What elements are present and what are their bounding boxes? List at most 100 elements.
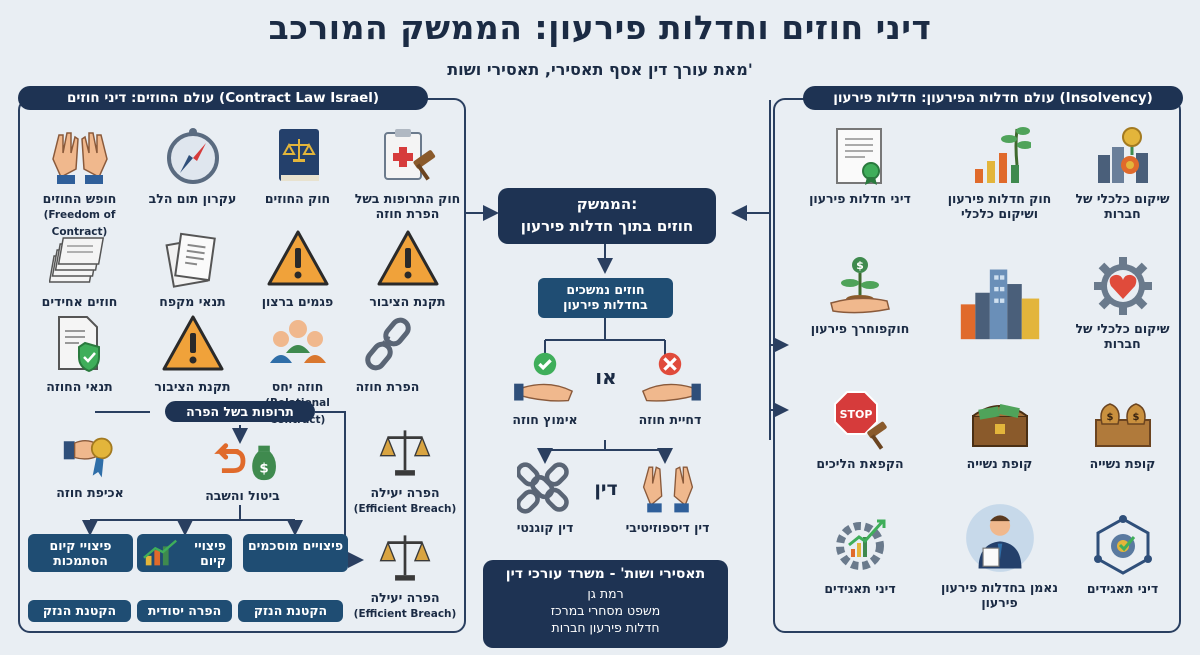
efficient-breach-item-1: הפרה יעילה (Efficient Breach) — [345, 425, 465, 517]
item-label: עקרון תום הלב — [148, 191, 237, 206]
reliance-damages-box: פיצויי קיום הסתמכות — [28, 534, 133, 572]
item-label: קופת נשייה — [1089, 456, 1156, 471]
expectation-damages-box: פיצויי קיום — [137, 534, 232, 572]
enforcement-item: אכיפת חוזה — [35, 425, 145, 500]
hand-plant-icon: $ — [830, 257, 890, 314]
item-label: הפרה יעילה — [370, 590, 440, 605]
item-label: תנאי החוזה — [46, 379, 113, 394]
scales-icon — [379, 430, 431, 476]
svg-text:STOP: STOP — [840, 408, 873, 421]
page-title: דיני חוזים וחדלות פירעון: הממשק המורכב — [268, 8, 932, 47]
reject-hand-icon — [641, 352, 701, 402]
firm-line-2: משפט מסחרי במרכז — [550, 603, 661, 618]
firm-box: תאסירי ושות' - משרד עורכי דין רמת גן משפ… — [483, 560, 728, 648]
public-policy-item-2: תקנת הציבור — [135, 313, 250, 394]
item-label: חוקפוחרך פירעון — [810, 321, 910, 336]
warning-icon — [162, 315, 223, 371]
firm-title: תאסירי ושות' - משרד עורכי דין — [505, 566, 706, 582]
city-coins-icon — [1097, 127, 1148, 183]
firm-line-3: חדלות פירעון חברות — [551, 620, 660, 635]
interface-box: הממשק: חוזים בתוך חדלות פירעון — [498, 188, 716, 244]
law-book-icon — [278, 129, 319, 181]
insolvency-laws-item: דיני חדלות פירעון — [800, 125, 920, 206]
public-policy-item: תקנת הציבור — [350, 228, 465, 309]
item-label: חוק החוזים — [264, 191, 331, 206]
mitigation-box-2: הקטנת הנזק — [238, 600, 343, 622]
item-label: דחיית חוזה — [638, 412, 702, 427]
document-stack-icon — [48, 237, 104, 283]
item-label: חוזה יחס — [271, 379, 324, 394]
item-label: ביטול והשבה — [205, 488, 280, 503]
item-sub: (Efficient Breach) — [353, 608, 457, 620]
mitigation-box-1: הקטנת הנזק — [28, 600, 131, 622]
item-sub: (Freedom of Contract) — [43, 209, 116, 238]
efficient-breach-item-2: הפרה יעילה (Efficient Breach) — [345, 530, 465, 622]
item-label: שיקום כלכלי של חברות — [1075, 191, 1170, 221]
insolvency-law-item: חוק חדלות פירעון ושיקום כלכלי — [942, 125, 1057, 221]
page-subtitle: מאת עורך דין אסף תאסירי, תאסירי ושות' — [447, 60, 753, 79]
svg-text:$: $ — [856, 259, 864, 272]
item-label: נאמן בחדלות פירעון פירעון — [940, 580, 1059, 610]
treasure-chest-icon — [971, 404, 1028, 447]
item-label: תקנת הציבור — [154, 379, 231, 394]
corporate-law-item-1: דיני תאגידים — [1065, 515, 1180, 596]
gear-chart-icon — [836, 519, 886, 570]
continuing-contracts-box: חוזים נמשכים בחדלות פירעון — [538, 278, 673, 318]
creditors-fund-item-2: קופת נשייה — [942, 390, 1057, 471]
open-hands-icon — [51, 132, 108, 184]
item-label: שיקום כלכלי של חברות — [1075, 321, 1170, 351]
item-label: קופת נשייה — [966, 456, 1033, 471]
dispositive-law-item: דין דיספוזיטיבי — [610, 460, 725, 535]
interface-line-1: הממשק: — [576, 195, 638, 213]
accept-hand-icon — [514, 352, 574, 402]
cancel-restore-item: $ ביטול והשבה — [180, 438, 305, 503]
svg-text:$: $ — [1132, 412, 1139, 423]
contract-terms-item: תנאי החוזה — [22, 313, 137, 394]
item-label: חופש החוזים — [42, 191, 117, 206]
compass-icon — [166, 128, 219, 184]
cupped-hands-icon — [642, 466, 693, 513]
item-label: הקפאת הליכים — [816, 456, 904, 471]
item-label: חוק התרופות בשל הפרת חוזה — [354, 191, 461, 221]
svg-text:$: $ — [259, 462, 268, 477]
firm-line-1: רמת גן — [587, 586, 624, 601]
award-hand-icon — [63, 437, 113, 478]
network-target-icon — [1093, 515, 1152, 575]
or-label: או — [595, 365, 617, 389]
reject-contract-item: דחיית חוזה — [615, 350, 725, 427]
unfair-term-item: תנאי מקפח — [135, 228, 250, 309]
trustee-item: נאמן בחדלות פירעון פירעון — [932, 500, 1067, 610]
contract-law-header: עולם החוזים: דיני חוזים (Contract Law Is… — [18, 86, 428, 110]
item-label: חוזים אחידים — [41, 294, 118, 309]
law-label: דין — [594, 478, 618, 500]
city-item — [942, 255, 1057, 349]
warning-icon — [267, 230, 328, 286]
clipboard-gavel-icon — [383, 129, 435, 181]
corporate-law-item-2: דיני תאגידים — [800, 515, 920, 596]
stay-of-proceedings-item: STOP הקפאת הליכים — [800, 390, 920, 471]
adopt-contract-item: אימוץ חוזה — [490, 350, 600, 427]
svg-text:$: $ — [1106, 412, 1113, 423]
money-bags-icon: $$ — [1094, 403, 1151, 447]
shield-document-icon — [57, 316, 100, 373]
item-sub: (Efficient Breach) — [353, 503, 457, 515]
cogent-law-item: דין קוגנטי — [490, 460, 600, 535]
item-label: דיני תאגידים — [824, 581, 896, 596]
item-label: הפרה יעילה — [370, 485, 440, 500]
warning-icon — [377, 230, 438, 286]
item-label: אימוץ חוזה — [512, 412, 578, 427]
rehab-item-2: שיקום כלכלי של חברות — [1065, 255, 1180, 351]
return-money-icon: $ — [213, 443, 276, 481]
interface-line-2: חוזים בתוך חדלות פירעון — [520, 217, 694, 235]
scales-icon — [379, 535, 431, 581]
insolvency-plant-item: $ חוקפוחרך פירעון — [800, 255, 920, 336]
item-label: הפרת חוזה — [355, 379, 420, 394]
item-label: חוק חדלות פירעון ושיקום כלכלי — [947, 191, 1052, 221]
documents-icon — [164, 232, 216, 288]
insolvency-header: עולם חדלות הפירעון: חדלות פירעון (Insolv… — [803, 86, 1183, 110]
contracts-law-item: חוק החוזים — [240, 125, 355, 206]
creditors-fund-item-1: $$ קופת נשייה — [1065, 390, 1180, 471]
item-label: דין קוגנטי — [516, 520, 574, 535]
item-label: תנאי מקפח — [159, 294, 226, 309]
good-faith-item: עקרון תום הלב — [135, 125, 250, 206]
